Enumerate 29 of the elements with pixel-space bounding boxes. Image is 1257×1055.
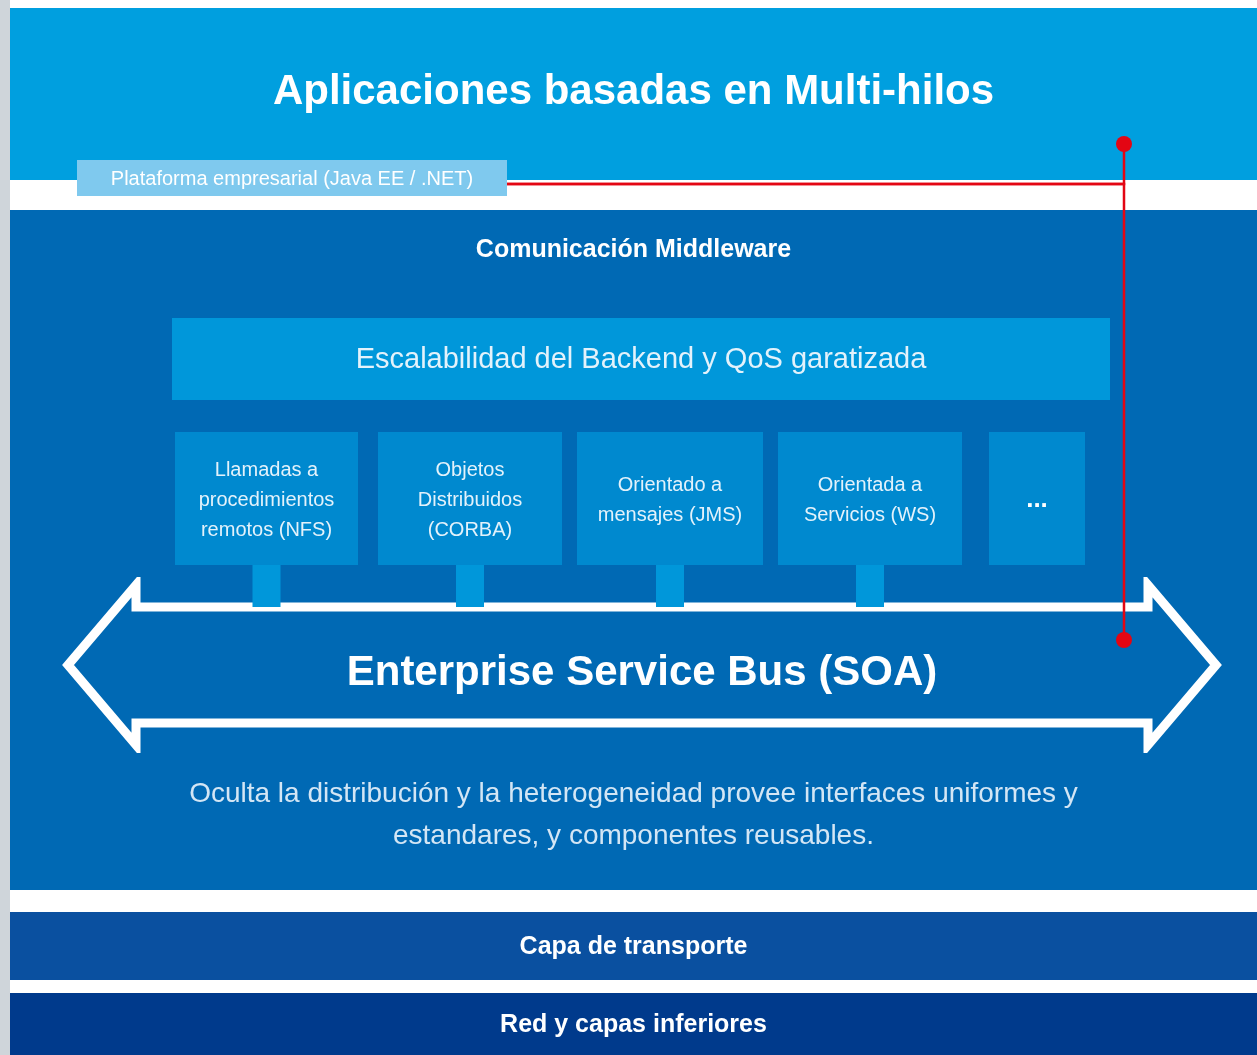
box-label: Capa de transporte: [519, 930, 748, 962]
double-arrow-bus: [62, 577, 1222, 753]
service-box: [778, 432, 962, 565]
box-label: Orientado a mensajes (JMS): [596, 471, 744, 527]
connector-stub: [856, 565, 884, 607]
layer-band: [10, 993, 1257, 1055]
box-label: Enterprise Service Bus (SOA): [346, 647, 938, 694]
box-label: Plataforma empresarial (Java EE / .NET): [110, 166, 474, 191]
service-box: [175, 432, 358, 565]
box-label: ...: [1026, 482, 1048, 515]
service-box: [577, 432, 763, 565]
connector-stub: [656, 565, 684, 607]
box-label: Red y capas inferiores: [500, 1008, 767, 1040]
box-label: Objetos Distribuidos (CORBA): [416, 456, 524, 542]
section-heading: Comunicación Middleware: [475, 233, 792, 264]
service-box: [378, 432, 562, 565]
platform-tag: [77, 160, 507, 196]
box-label: Escalabilidad del Backend y QoS garatizada: [355, 341, 927, 377]
description-text: Oculta la distribución y la heterogeneidad provee interfaces uniformes y estandares, y componentes reusables.: [188, 776, 1079, 852]
box-label: Llamadas a procedimientos remotos (NFS): [197, 456, 336, 542]
middleware-panel: [10, 210, 1257, 890]
service-box: [989, 432, 1085, 565]
connector-stub: [252, 565, 281, 607]
box-label: Orientada a Servicios (WS): [802, 471, 938, 527]
feature-bar: [172, 318, 1110, 400]
box-label: Aplicaciones basadas en Multi-hilos: [272, 66, 995, 113]
bracket-line: [507, 182, 1132, 648]
connector-stub: [456, 565, 484, 607]
layer-band: [10, 912, 1257, 980]
